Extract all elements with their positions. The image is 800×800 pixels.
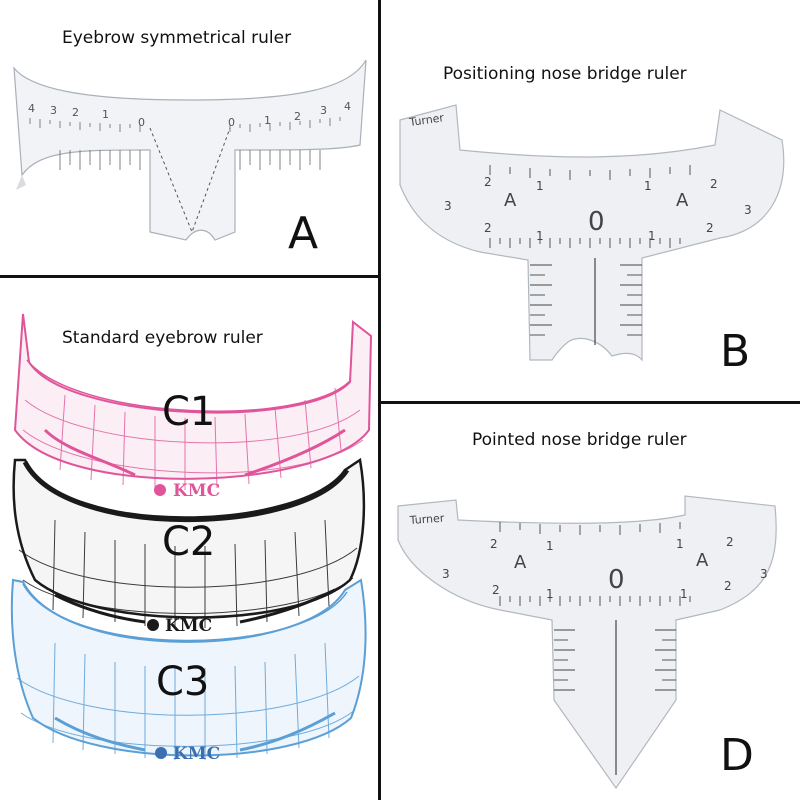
c2-paw-icon <box>147 619 159 631</box>
panel-a-num-2-left: 2 <box>72 106 79 119</box>
panel-c-title: Standard eyebrow ruler <box>62 328 263 348</box>
c1-brand-text: KMC <box>173 481 220 501</box>
panel-a-label: A <box>288 208 319 259</box>
panel-a-num-0-left: 0 <box>138 116 145 129</box>
standard-eyebrow-ruler-c1: KMC <box>13 313 373 501</box>
right-horizontal-divider <box>380 401 800 404</box>
panel-c3-label: C3 <box>156 659 210 705</box>
panel-d-num-1-right-bottom: 1 <box>680 587 688 601</box>
positioning-nose-bridge-ruler: 0 A A 1 2 1 2 1 2 3 1 2 3 Turner <box>399 104 785 362</box>
panel-d-num-2-right-top: 2 <box>726 535 734 549</box>
panel-b-num-2-right-top: 2 <box>710 177 718 191</box>
c2-brand-text: KMC <box>165 616 212 636</box>
panel-d-num-2-right-bottom: 2 <box>724 579 732 593</box>
c3-brand-text: KMC <box>173 744 220 764</box>
standard-eyebrow-ruler-c2: KMC <box>12 457 366 636</box>
panel-b-title: Positioning nose bridge ruler <box>443 64 687 84</box>
panel-b-num-2-right-bottom: 2 <box>706 221 714 235</box>
panel-b-letter-right: A <box>676 190 689 211</box>
vertical-divider <box>378 0 381 800</box>
pointed-nose-bridge-ruler: 0 A A 1 2 1 2 1 2 3 1 2 3 Turner <box>397 495 777 790</box>
panel-d-title: Pointed nose bridge ruler <box>472 430 687 450</box>
panel-b-num-1-right-bottom: 1 <box>648 229 656 243</box>
panel-b-num-3-left: 3 <box>444 199 452 213</box>
panel-a-num-2-right: 2 <box>294 110 301 123</box>
eyebrow-symmetrical-ruler: 4 3 2 1 0 0 1 2 3 4 <box>13 59 367 241</box>
panel-a-num-4-right: 4 <box>344 100 351 113</box>
c1-paw-icon <box>154 484 166 496</box>
panel-b-num-1-left-top: 1 <box>536 179 544 193</box>
panel-a-num-3-left: 3 <box>50 104 57 117</box>
panel-b-label: B <box>720 326 751 377</box>
panel-d-num-2-left-bottom: 2 <box>492 583 500 597</box>
panel-b-zero: 0 <box>588 207 605 237</box>
panel-c1-label: C1 <box>162 389 216 435</box>
c3-paw-icon <box>155 747 167 759</box>
panel-b-letter-left: A <box>504 190 517 211</box>
panel-a-ticks <box>29 117 341 170</box>
panel-d-num-1-left-top: 1 <box>546 539 554 553</box>
panel-a-num-4-left: 4 <box>28 102 35 115</box>
panel-b-num-3-right: 3 <box>744 203 752 217</box>
panel-a-num-1-left: 1 <box>102 108 109 121</box>
panel-d-num-2-left-top: 2 <box>490 537 498 551</box>
panel-b-num-2-left-bottom: 2 <box>484 221 492 235</box>
panel-d-num-1-left-bottom: 1 <box>546 587 554 601</box>
panel-b-num-1-left-bottom: 1 <box>536 229 544 243</box>
panel-b-num-1-right-top: 1 <box>644 179 652 193</box>
panel-d-num-3-left: 3 <box>442 567 450 581</box>
panel-d-zero: 0 <box>608 565 625 595</box>
panel-d-letter-left: A <box>514 552 527 573</box>
panel-a-title: Eyebrow symmetrical ruler <box>62 28 292 48</box>
panel-d-num-1-right-top: 1 <box>676 537 684 551</box>
panel-a-num-3-right: 3 <box>320 104 327 117</box>
left-horizontal-divider <box>0 275 380 278</box>
panel-a-v-guide <box>149 127 231 234</box>
panel-a-num-0-right: 0 <box>228 116 235 129</box>
panel-b-maker-text: Turner <box>408 111 446 129</box>
panel-d-num-3-right: 3 <box>760 567 768 581</box>
panel-c2-label: C2 <box>162 519 216 565</box>
panel-d-label: D <box>720 730 754 781</box>
panel-b-num-2-left-top: 2 <box>484 175 492 189</box>
standard-eyebrow-ruler-c3: KMC <box>10 578 367 764</box>
panel-d-maker-text: Turner <box>408 512 445 527</box>
panel-a-num-1-right: 1 <box>264 114 271 127</box>
panel-d-letter-right: A <box>696 550 709 571</box>
